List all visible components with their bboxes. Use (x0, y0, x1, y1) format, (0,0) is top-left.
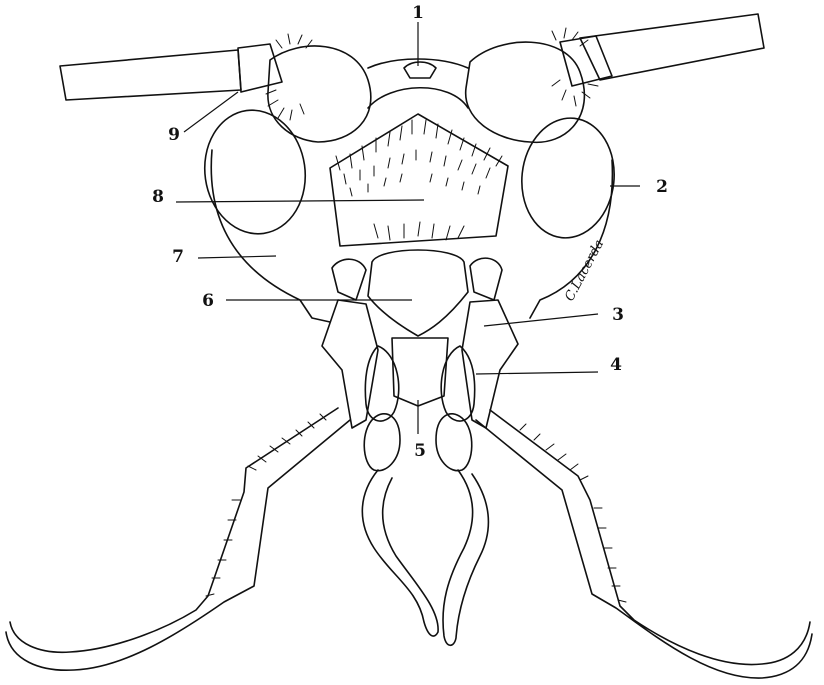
label-4: 4 (610, 355, 622, 375)
right-antenna (560, 14, 764, 86)
left-antennal-scape (268, 46, 371, 142)
labrum-setae (374, 222, 464, 240)
left-compound-eye (197, 104, 313, 241)
labels: 1 2 3 4 5 6 7 8 9 (152, 3, 668, 461)
right-compound-eye (516, 114, 620, 243)
leader-lines (176, 22, 640, 434)
label-7: 7 (172, 247, 184, 267)
label-9: 9 (168, 125, 180, 145)
right-maxilla (462, 300, 518, 428)
label-3: 3 (612, 305, 624, 325)
label-6: 6 (202, 291, 214, 311)
right-labial-palp (443, 470, 488, 645)
left-labial-palp-base (364, 414, 400, 471)
left-mandible-base (332, 259, 366, 300)
label-5: 5 (414, 441, 426, 461)
left-maxillary-palp (6, 408, 350, 670)
label-1: 1 (412, 3, 424, 23)
right-antennal-scape (466, 42, 585, 142)
left-maxilla (322, 300, 378, 428)
left-antenna (60, 44, 282, 100)
label-2: 2 (656, 177, 668, 197)
ocellus (404, 62, 436, 78)
artist-signature: C.Lacerda (562, 237, 607, 303)
right-mandible-base (470, 258, 502, 300)
right-maxillary-palp (476, 410, 812, 678)
labium (392, 338, 448, 406)
left-gena (211, 150, 330, 322)
frons-arc (368, 88, 468, 108)
clypeus-setae (336, 120, 502, 196)
left-labial-palp (362, 470, 438, 636)
right-labial-palp-base (436, 414, 472, 471)
labrum (368, 250, 468, 336)
label-8: 8 (152, 187, 164, 207)
